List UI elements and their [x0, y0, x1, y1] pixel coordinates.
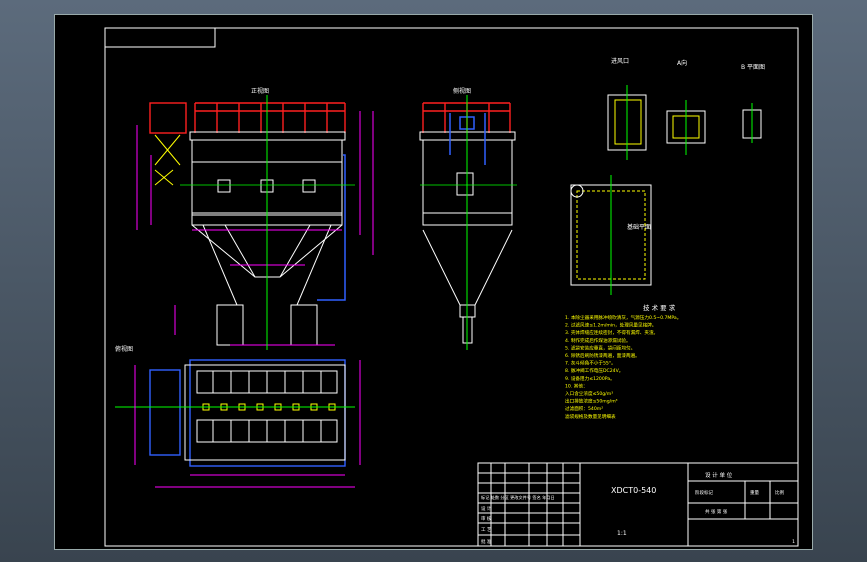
top-inlet-duct	[149, 369, 181, 456]
side-view: 侧视图	[419, 87, 517, 350]
plan-label: 基础平面	[627, 223, 651, 231]
note-line: 2. 过滤风速≤1.2m/min，处理风量见铭牌。	[565, 322, 656, 329]
row-design: 设 计	[481, 505, 492, 512]
note-line: 滤袋规格及数量见明细表	[565, 413, 616, 420]
note-line: 7. 灰斗倾角不小于55°。	[565, 360, 616, 367]
front-view: 正视图	[136, 87, 374, 350]
front-inlet-ladder	[154, 134, 181, 186]
right-header-scale: 比例	[775, 489, 784, 496]
note-line: 9. 设备阻力≤1200Pa。	[565, 375, 615, 382]
note-line: 出口排放浓度≤50mg/m³	[565, 398, 618, 405]
row-approve: 批 准	[481, 538, 492, 545]
code-box	[104, 27, 216, 48]
note-line: 3. 壳体焊缝应连续密封，不得有漏焊、夹渣。	[565, 329, 658, 336]
detail-inlet-label: 进风口	[611, 57, 629, 65]
cad-drawing: 正视图 侧视图	[104, 27, 799, 547]
row-process: 工 艺	[481, 527, 492, 533]
row-check: 审 核	[481, 515, 492, 522]
note-line: 10. 其他：	[565, 382, 588, 389]
scale-text: 1:1	[617, 530, 627, 537]
top-view-label: 俯视图	[115, 345, 133, 353]
title-block	[477, 462, 799, 547]
drawing-border	[104, 27, 799, 547]
note-line: 1. 本除尘器采用脉冲喷吹清灰，气源压力0.5~0.7MPa。	[565, 314, 681, 321]
model-code: XDCT0-540	[611, 486, 656, 495]
front-blowdown-pipe	[317, 154, 346, 301]
note-line: 8. 脉冲阀工作电压DC24V。	[565, 367, 623, 374]
notes-heading: 技 术 要 求	[643, 303, 676, 312]
front-dimension-lines	[136, 111, 374, 346]
technical-notes: 技 术 要 求 1. 本除尘器采用脉冲喷吹清灰，气源压力0.5~0.7MPa。2…	[565, 303, 681, 420]
detail-views: 进风口 A向 B 平面图 基础平面	[570, 57, 765, 295]
note-line: 入口含尘浓度≤50g/m³	[565, 390, 613, 397]
side-view-label: 侧视图	[453, 87, 471, 95]
note-line: 4. 制作完成后作煤油渗漏试验。	[565, 337, 631, 344]
drawing-number: 1	[792, 539, 795, 545]
detail-a-label: A向	[677, 59, 687, 67]
top-bag-rows	[196, 370, 338, 443]
sheet-count: 共 张 第 张	[705, 508, 728, 515]
front-railing	[149, 102, 346, 134]
note-line: 6. 除锈后刷防锈漆两遍，面漆两遍。	[565, 352, 640, 359]
detail-inlet-inner	[614, 99, 642, 145]
note-line: 过滤面积：540m²	[565, 405, 603, 412]
front-view-label: 正视图	[251, 87, 269, 95]
anchor-bolt	[570, 184, 584, 198]
right-header-stage: 阶段标记	[695, 489, 713, 496]
drawing-sheet: 正视图 侧视图	[54, 14, 813, 550]
detail-b-label: B 平面图	[741, 64, 765, 71]
top-casing	[184, 364, 346, 461]
top-view: 俯视图	[115, 345, 361, 488]
top-dimension-lines	[134, 360, 361, 488]
right-header-weight: 重量	[750, 489, 759, 496]
note-line: 5. 滤袋安装应垂直，袋间距均匀。	[565, 344, 635, 351]
title-header: 设 计 单 位	[705, 471, 733, 479]
revision-row: 标记 处数 分区 更改文件号 签名 年月日	[481, 494, 555, 501]
notes-lines: 1. 本除尘器采用脉冲喷吹清灰，气源压力0.5~0.7MPa。2. 过滤风速≤1…	[565, 314, 681, 420]
